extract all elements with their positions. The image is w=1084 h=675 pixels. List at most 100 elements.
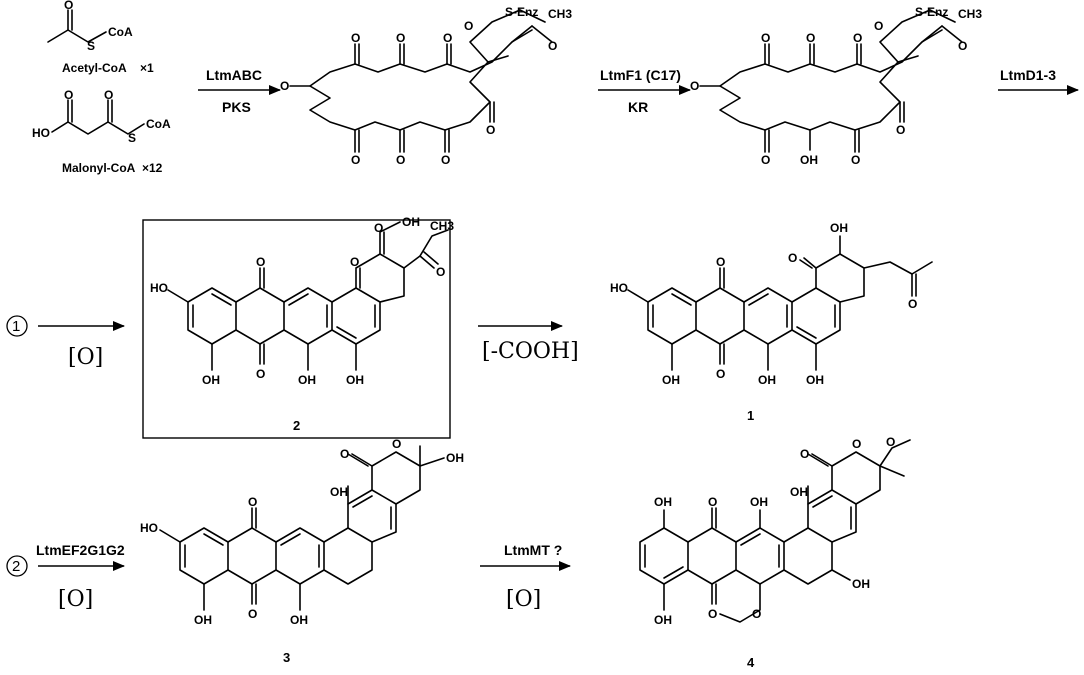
cmpd1-ho: HO xyxy=(610,281,628,295)
compound-1-number: 1 xyxy=(747,408,754,423)
cmpd2-o-ring: O xyxy=(350,255,359,269)
cmpd2-o-top: O xyxy=(256,255,265,269)
malonyl-coa-structure: O O HO S CoA Malonyl-CoA ×12 xyxy=(32,88,171,175)
acetyl-coa-count: ×1 xyxy=(140,61,154,75)
compound-1-structure: HO O O O OH O OH OH OH 1 xyxy=(610,221,933,423)
ltmabc-label: LtmABC xyxy=(206,67,262,83)
step-oxidation-arrow-1: [O] xyxy=(38,321,125,370)
cmpd4-o-bottom: O xyxy=(708,607,717,621)
oxidation-label-2: [O] xyxy=(58,587,93,612)
chain2-ch3: CH3 xyxy=(958,7,982,21)
malonyl-acid-o: O xyxy=(64,88,73,102)
cmpd4-lactone-o: O xyxy=(800,447,809,461)
cmpd3-o-top: O xyxy=(248,495,257,509)
cmpd4-oh-right: OH xyxy=(852,577,870,591)
oxidation-label-3: [O] xyxy=(506,587,541,612)
ltmf1-label: LtmF1 (C17) xyxy=(600,67,681,83)
step-ltmabc-arrow: LtmABC PKS xyxy=(198,67,281,115)
chain1-o-h: O xyxy=(351,153,360,167)
cmpd1-oh-3: OH xyxy=(806,373,824,387)
compound-3-number: 3 xyxy=(283,650,290,665)
decarboxylation-label: [-COOH] xyxy=(482,339,579,364)
cmpd2-oh-3: OH xyxy=(346,373,364,387)
ltmef2g1g2-label: LtmEF2G1G2 xyxy=(36,542,125,558)
cmpd1-oh-2: OH xyxy=(758,373,776,387)
compound-3-structure: HO O O OH O O OH OH OH 3 xyxy=(140,437,464,665)
step-decarboxylation-arrow: [-COOH] xyxy=(478,321,579,364)
step-ltmd-arrow: LtmD1-3 xyxy=(998,67,1079,95)
cmpd2-acid-oh: OH xyxy=(402,215,420,229)
chain1-o-f: O xyxy=(441,153,450,167)
cmpd2-acid-o: O xyxy=(374,221,383,235)
cmpd4-o-top: O xyxy=(708,495,717,509)
pks-label: PKS xyxy=(222,99,251,115)
ltmmt-label: LtmMT ? xyxy=(504,542,562,558)
cmpd1-o-ring: O xyxy=(788,251,797,265)
acetyl-coa-atom: CoA xyxy=(108,25,133,39)
cmpd3-oh-mid: OH xyxy=(330,485,348,499)
chain2-o-a: O xyxy=(690,79,699,93)
chain2-o-d: O xyxy=(853,31,862,45)
cmpd3-oh-1: OH xyxy=(194,613,212,627)
cmpd4-methoxy-o: O xyxy=(886,435,895,449)
chain1-o-g: O xyxy=(396,153,405,167)
kr-label: KR xyxy=(628,99,648,115)
chain2-o-i: O xyxy=(874,19,883,33)
cmpd3-ho: HO xyxy=(140,521,158,535)
cmpd4-oh-bottom-left: OH xyxy=(654,613,672,627)
chain2-o-f: O xyxy=(851,153,860,167)
chain2-o-h: O xyxy=(761,153,770,167)
chain2-o-b: O xyxy=(761,31,770,45)
chain1-s-enz: S-Enz xyxy=(505,5,538,19)
acetyl-carbonyl-o: O xyxy=(64,0,73,12)
cmpd3-oh-top: OH xyxy=(446,451,464,465)
malonyl-coa-count: ×12 xyxy=(142,161,163,175)
chain1-o-d: O xyxy=(443,31,452,45)
circled-marker-2: 2 xyxy=(6,555,28,577)
compound-4-number: 4 xyxy=(747,655,755,670)
malonyl-coa-name: Malonyl-CoA xyxy=(62,161,136,175)
compound-4-structure: OH O OH O OH O O O OH O OH 4 xyxy=(639,435,911,670)
cmpd4-methoxy-o-bottom: O xyxy=(752,607,761,621)
circled-marker-1: 1 xyxy=(6,315,28,337)
chain1-o-j: O xyxy=(548,39,557,53)
chain2-o-e: O xyxy=(896,123,905,137)
cmpd1-o-bottom: O xyxy=(716,367,725,381)
chain1-o-a: O xyxy=(280,79,289,93)
cmpd1-oh-1: OH xyxy=(662,373,680,387)
compound-2-structure: HO O O O OH OH OH O OH O CH3 2 xyxy=(150,215,454,433)
chain2-s-enz: S-Enz xyxy=(915,5,948,19)
svg-text:1: 1 xyxy=(12,318,20,335)
step-ltmf1-arrow: LtmF1 (C17) KR xyxy=(598,67,691,115)
malonyl-s-atom: S xyxy=(128,131,136,145)
cmpd2-ketone-o: O xyxy=(436,265,445,279)
cmpd4-oh-top-left: OH xyxy=(654,495,672,509)
malonyl-thioester-o: O xyxy=(104,88,113,102)
step-ltmmt-arrow: LtmMT ? [O] xyxy=(480,542,571,612)
chain1-o-b: O xyxy=(351,31,360,45)
cmpd3-o-bottom: O xyxy=(248,607,257,621)
chain2-o-j: O xyxy=(958,39,967,53)
cmpd1-o-top: O xyxy=(716,255,725,269)
cmpd3-ring-o: O xyxy=(392,437,401,451)
cmpd1-oh-top: OH xyxy=(830,221,848,235)
step-ltmef2g1g2-arrow: LtmEF2G1G2 [O] xyxy=(36,542,125,612)
cmpd4-oh-mid: OH xyxy=(790,485,808,499)
cmpd2-ho: HO xyxy=(150,281,168,295)
polyketide-chain-1: O O O O O O O O O O S-Enz CH3 xyxy=(280,5,572,167)
cmpd2-oh-1: OH xyxy=(202,373,220,387)
chain1-o-i: O xyxy=(464,19,473,33)
cmpd3-oh-2: OH xyxy=(290,613,308,627)
svg-text:2: 2 xyxy=(12,558,20,575)
cmpd3-lactone-o: O xyxy=(340,447,349,461)
cmpd4-oh-top-mid: OH xyxy=(750,495,768,509)
malonyl-ho-atom: HO xyxy=(32,126,50,140)
malonyl-coa-atom: CoA xyxy=(146,117,171,131)
compound-2-number: 2 xyxy=(293,418,300,433)
cmpd2-o-bottom: O xyxy=(256,367,265,381)
chain2-oh: OH xyxy=(800,153,818,167)
acetyl-s-atom: S xyxy=(87,39,95,53)
cmpd2-ch3: CH3 xyxy=(430,219,454,233)
acetyl-coa-name: Acetyl-CoA xyxy=(62,61,127,75)
